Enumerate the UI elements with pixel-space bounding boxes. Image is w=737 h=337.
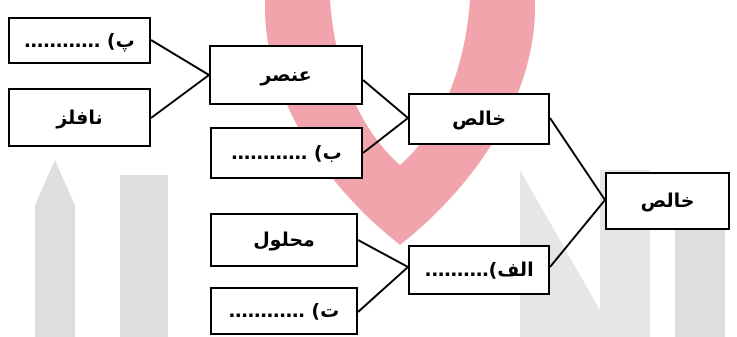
node-mahlul: محلول — [210, 213, 358, 267]
link-be-khales — [362, 117, 409, 154]
link-pe-onsor — [150, 39, 210, 76]
node-nafelez: نافلز — [8, 88, 151, 147]
node-be: ب) ………… — [210, 127, 363, 179]
node-alef: الف)………. — [408, 245, 550, 295]
link-nafelez-onsor — [150, 74, 210, 119]
link-alef-khales — [549, 199, 606, 268]
link-onsor-khales — [362, 79, 409, 119]
node-pe: پ) ………… — [8, 17, 151, 64]
link-te-alef — [357, 266, 409, 313]
node-khales-right: خالص — [605, 172, 730, 230]
link-mahlul-alef — [357, 239, 409, 268]
node-onsor: عنصر — [209, 45, 363, 105]
node-khales-mid: خالص — [408, 93, 550, 145]
link-khales-khales — [549, 117, 606, 201]
node-te: ت) ………… — [210, 287, 358, 335]
